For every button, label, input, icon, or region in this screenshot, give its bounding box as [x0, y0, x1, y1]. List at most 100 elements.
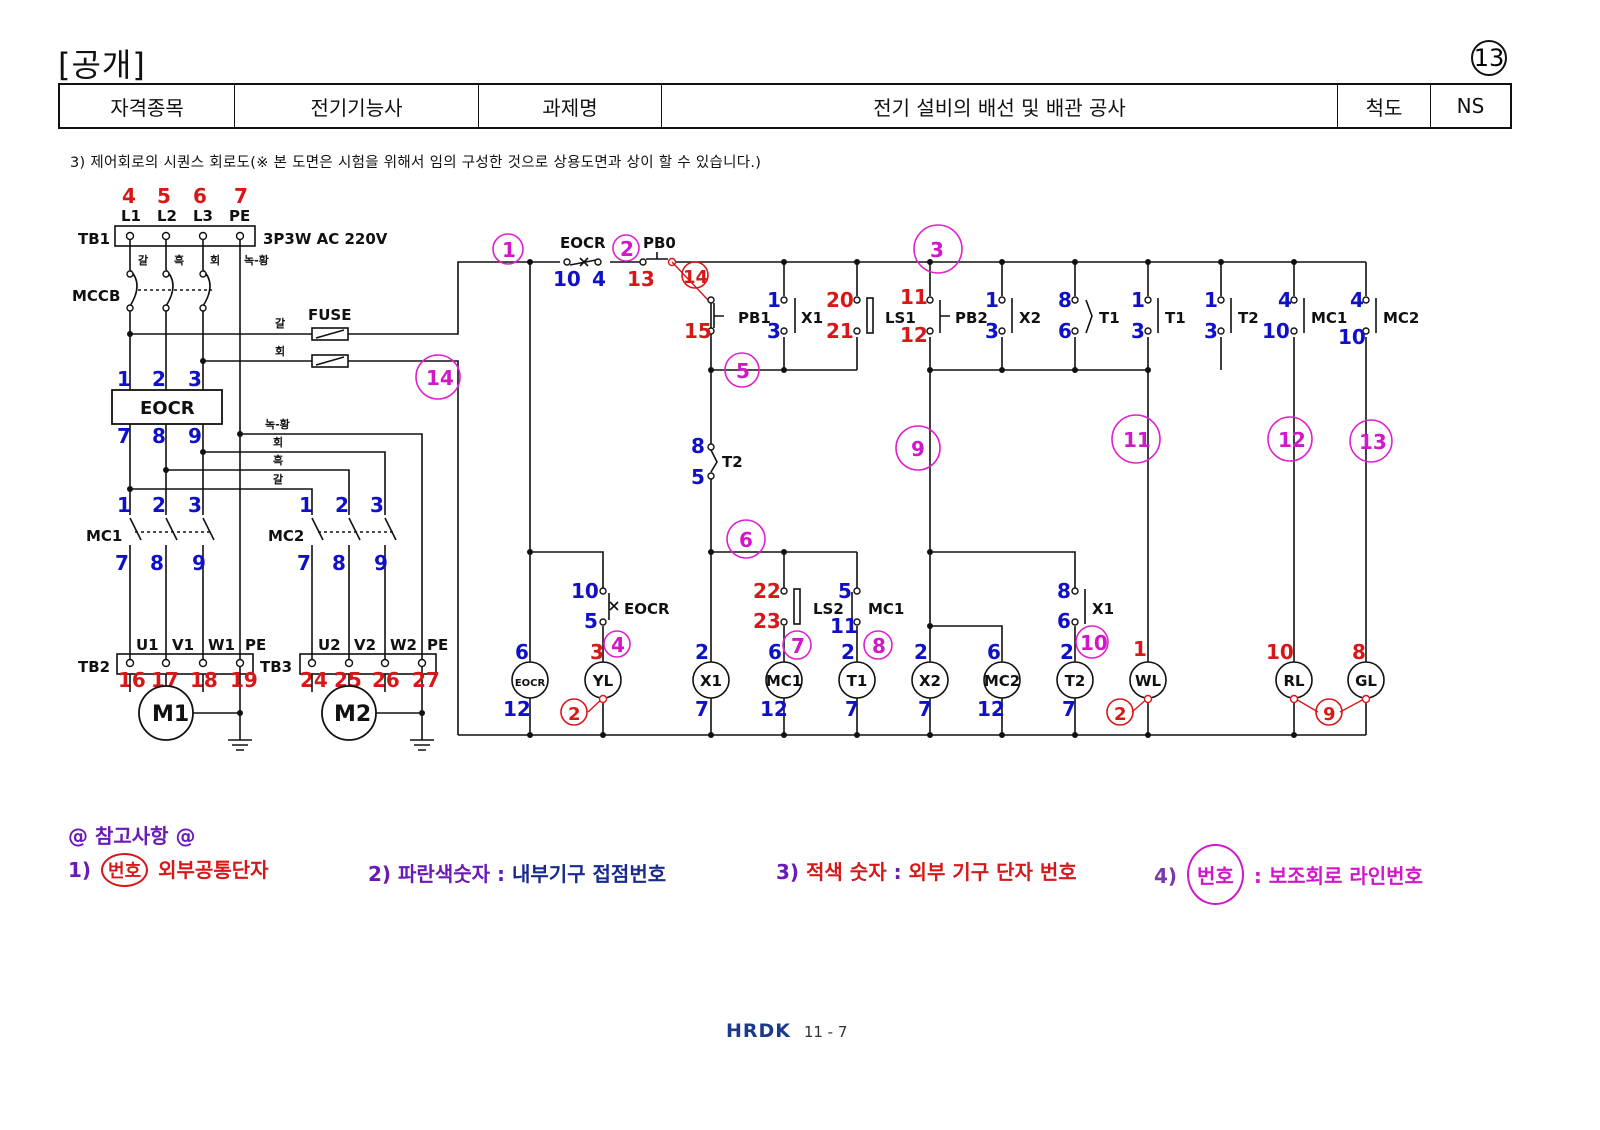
line-num-9: 9: [911, 437, 925, 461]
ls1-num-bot: 21: [826, 319, 854, 343]
mc1-out-3: 9: [192, 551, 206, 575]
line-circle-12: [1267, 416, 1313, 462]
eocr-contact-label: EOCR: [560, 234, 606, 252]
title-cell-task-label: 과제명: [479, 85, 662, 127]
x2-contact-terminal: [998, 327, 1006, 335]
line11-node: [1145, 367, 1151, 373]
ls1-nc-num-bot: 12: [900, 323, 928, 347]
ls1-contact: [866, 297, 874, 334]
x1-aux-num-top: 8: [1057, 579, 1071, 603]
mc1-aux-terminal: [853, 618, 861, 626]
tb2-block: [116, 653, 254, 675]
mc1-aux-num-top: 5: [838, 579, 852, 603]
line-circle-6: [726, 519, 766, 559]
mc2-main-contacts: [311, 517, 397, 580]
t1-nc-contact: [1085, 299, 1093, 334]
x2-num-top: 1: [985, 288, 999, 312]
x1-aux-num-bot: 6: [1057, 609, 1071, 633]
mc2-coil-num-bot: 12: [977, 697, 1005, 721]
load-x1-symbol: [692, 661, 730, 699]
tb2-w1: W1: [208, 636, 235, 654]
eocr-num-b: 4: [592, 267, 606, 291]
motor-m1-label: M1: [152, 702, 189, 727]
line-circle-11: [1111, 414, 1161, 464]
t1-no-num-bot: 3: [1131, 319, 1145, 343]
t2-no-num-top: 1: [1204, 288, 1218, 312]
ls1-nc-terminal: [926, 296, 934, 304]
load-mc1-symbol: [765, 661, 803, 699]
tb3-num-4: 27: [412, 668, 440, 692]
wire-color-2: 흑: [174, 253, 184, 267]
title-cell-task: 전기 설비의 배선 및 배관 공사: [662, 85, 1338, 127]
pb0-contact: [646, 252, 668, 260]
tb1-num-4: 7: [234, 184, 248, 208]
eocr-out-2: 8: [152, 424, 166, 448]
tb3-block: [299, 653, 437, 675]
eocr-out-1: 7: [117, 424, 131, 448]
common-14-wire: [671, 261, 709, 301]
line-circle-10: [1075, 625, 1109, 659]
mccb-label: MCCB: [72, 287, 120, 305]
ls2-terminal: [780, 618, 788, 626]
tb1-terminal: [198, 231, 208, 241]
mc2-coil-num-top: 6: [987, 640, 1001, 664]
mc1-lamp-num-top: 4: [1278, 288, 1292, 312]
note-4-text: : 보조회로 라인번호: [1253, 864, 1423, 888]
ls1-nc-num-top: 11: [900, 285, 928, 309]
line-num-10: 10: [1080, 631, 1108, 655]
title-cell-scale: NS: [1456, 94, 1485, 118]
note-1-circle: 번호: [101, 853, 149, 887]
line-circle-7: [782, 630, 812, 660]
pb2-group-wires: [929, 262, 1222, 735]
mccb-terminal: [162, 270, 170, 278]
bottom-node: [781, 732, 787, 738]
mc1-in-2: 2: [152, 493, 166, 517]
footer-brand-logo: HRDK: [726, 1020, 792, 1042]
ls1-terminal: [853, 296, 861, 304]
mccb-out-wires: [129, 311, 204, 390]
t2-nc-terminal: [707, 443, 715, 451]
phase-l2: L2: [157, 207, 177, 225]
note-1: 1) 번호 외부공통단자: [68, 853, 269, 887]
title-cell-qualification-label: 자격종목: [60, 85, 235, 127]
title-cell-scale-label: 척도: [1338, 85, 1431, 127]
x1-contact-label: X1: [801, 309, 823, 327]
tb1-feed-wires: [129, 240, 241, 710]
ls1-label: LS1: [885, 309, 916, 327]
mc1-coil-num-bot: 12: [760, 697, 788, 721]
tb3-num-3: 26: [372, 668, 400, 692]
line-num-7: 7: [791, 634, 805, 658]
eocr-no-terminal: [599, 618, 607, 626]
fuse-label: FUSE: [308, 306, 351, 324]
pb0-terminal: [639, 258, 647, 266]
gl-num: 8: [1352, 640, 1366, 664]
common-num-yl: 2: [568, 704, 581, 725]
mc1-out-1: 7: [115, 551, 129, 575]
line9-node: [927, 367, 933, 373]
bus-color-4: 갈: [273, 472, 283, 486]
x1-contact-terminal: [780, 296, 788, 304]
mc1-out-2: 8: [150, 551, 164, 575]
tb1-num-3: 6: [193, 184, 207, 208]
eocr-num-a: 10: [553, 267, 581, 291]
eocr-in-3: 3: [188, 367, 202, 391]
line-circle-1: [492, 233, 524, 265]
note-3-num: 3): [776, 860, 800, 884]
line-circle-4: [603, 630, 631, 658]
mc1-aux-terminal: [853, 587, 861, 595]
bottom-node: [527, 732, 533, 738]
x1-num-top: 1: [767, 288, 781, 312]
eocr-no-num-bot: 5: [584, 609, 598, 633]
load-x2-symbol: [911, 661, 949, 699]
supply-label: 3P3W AC 220V: [263, 230, 388, 248]
t1-nc-terminal: [1071, 296, 1079, 304]
bottom-node: [1072, 732, 1078, 738]
tb3-w2: W2: [390, 636, 417, 654]
mccb-terminal: [199, 304, 207, 312]
t2-nc-num-bot: 5: [691, 465, 705, 489]
load-t2-symbol: [1056, 661, 1094, 699]
eocr-main-block: [111, 389, 223, 425]
note-3: 3) 적색 숫자 : 외부 기구 단자 번호: [776, 856, 1077, 885]
t2-coil-num-bot: 7: [1062, 697, 1076, 721]
t2-no-num-bot: 3: [1204, 319, 1218, 343]
